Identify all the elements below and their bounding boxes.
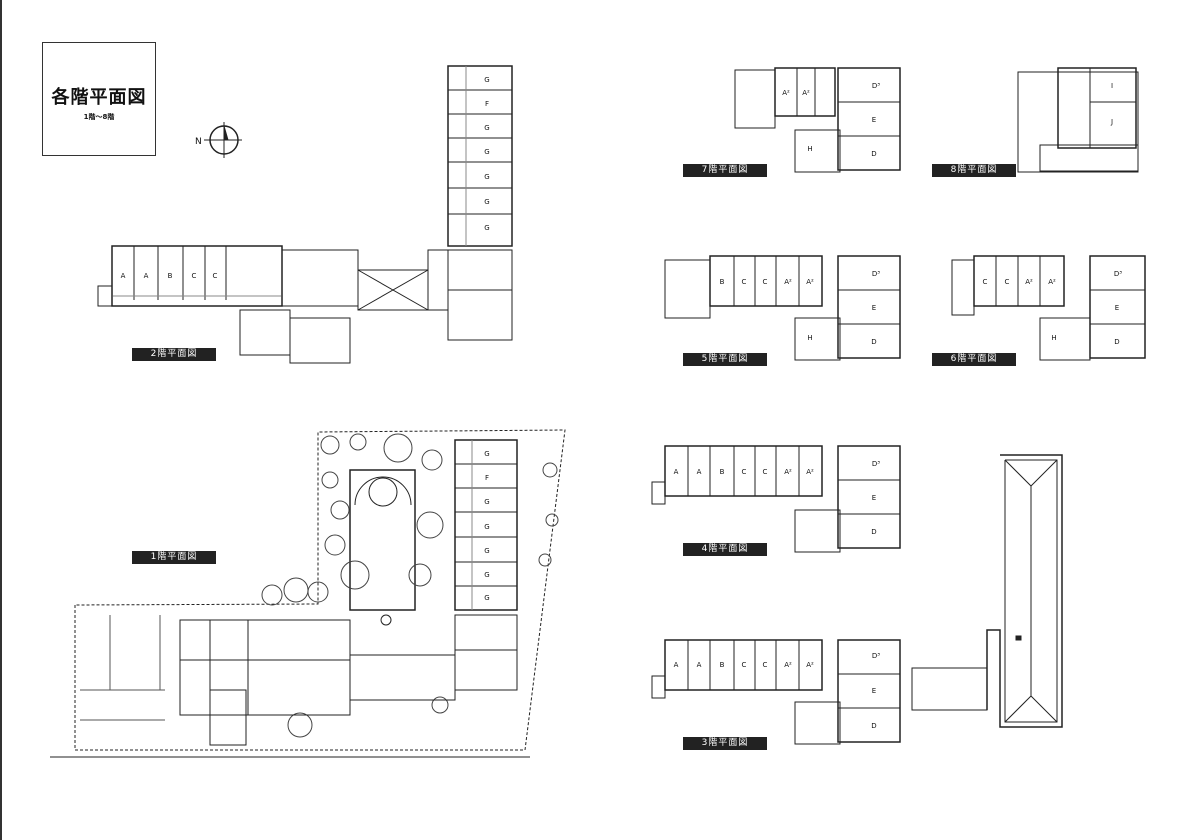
room-label: B [720,661,725,669]
room-label: G [484,173,489,181]
floor-plan-2: A A B C C G F G G G G G [97,65,513,364]
room-label: G [484,523,489,531]
room-label: A² [1025,278,1033,286]
room-label: G [484,450,489,458]
roof-plan [911,454,1063,728]
room-label: C [742,468,747,476]
room-label: C [763,661,768,669]
room-label: A [697,468,702,476]
page-border [0,0,2,840]
room-label: D [871,338,876,346]
room-label: D [1114,338,1119,346]
room-label: A² [806,278,814,286]
room-label: C [763,278,768,286]
room-label: D [871,528,876,536]
title-box: 各階平面図 1階〜8階 [42,42,156,156]
room-label: E [872,687,876,695]
compass-north-label: N [195,137,202,147]
room-label: I [1111,82,1113,90]
room-label: G [484,148,489,156]
room-label: A [144,272,149,280]
floor-plan-7: A² A² D³ E D H [734,67,901,173]
room-label: C [213,272,218,280]
floor-plan-8: I J [1017,67,1139,173]
room-label: G [484,76,489,84]
room-label: H [807,334,812,342]
room-label: C [1005,278,1010,286]
room-label: D³ [872,270,880,278]
room-label: B [168,272,173,280]
room-label: A² [802,89,810,97]
room-label: C [983,278,988,286]
room-label: D³ [872,652,880,660]
floor-plan-4: A A B C C A² A² D³ E D [651,445,901,553]
page-subtitle: 1階〜8階 [83,113,115,121]
floor-plan-5: B C C A² A² D³ E D H [664,255,901,361]
room-label: G [484,224,489,232]
room-label: D³ [872,82,880,90]
room-label: E [1115,304,1119,312]
floor-label-6: 6階平面図 [932,353,1016,366]
room-label: G [484,198,489,206]
room-label: A² [806,468,814,476]
floor-plan-3: A A B C C A² A² D³ E D [651,454,1063,745]
room-label: A [674,661,679,669]
room-label: G [484,124,489,132]
room-label: A² [1048,278,1056,286]
floor-plan-1: G F G G G G G [50,429,566,758]
room-label: E [872,116,876,124]
floor-label-5: 5階平面図 [683,353,767,366]
room-label: B [720,278,725,286]
room-label: J [1110,118,1113,126]
room-label: A [121,272,126,280]
floor-label-3: 3階平面図 [683,737,767,750]
room-label: A² [806,661,814,669]
room-label: A² [784,278,792,286]
room-label: H [1051,334,1056,342]
room-label: G [484,498,489,506]
room-label: B [720,468,725,476]
room-label: G [484,594,489,602]
room-label: F [485,474,489,482]
room-label: C [742,278,747,286]
room-label: A² [784,661,792,669]
compass-icon: N [195,122,242,158]
floor-label-4: 4階平面図 [683,543,767,556]
floor-label-8: 8階平面図 [932,164,1016,177]
room-label: C [192,272,197,280]
room-label: C [742,661,747,669]
room-label: H [807,145,812,153]
floor-label-1: 1階平面図 [132,551,216,564]
room-label: G [484,571,489,579]
room-label: D [871,150,876,158]
floor-plan-6: C C A² A² D³ E D H [951,255,1146,361]
room-label: A² [784,468,792,476]
room-label: D [871,722,876,730]
room-label: A² [782,89,790,97]
room-label: F [485,100,489,108]
room-label: E [872,304,876,312]
room-label: A [674,468,679,476]
room-label: D³ [872,460,880,468]
floor-label-2: 2階平面図 [132,348,216,361]
room-label: A [697,661,702,669]
page-title: 各階平面図 [51,87,147,108]
floor-label-7: 7階平面図 [683,164,767,177]
room-label: E [872,494,876,502]
room-label: D³ [1114,270,1122,278]
room-label: G [484,547,489,555]
room-label: C [763,468,768,476]
